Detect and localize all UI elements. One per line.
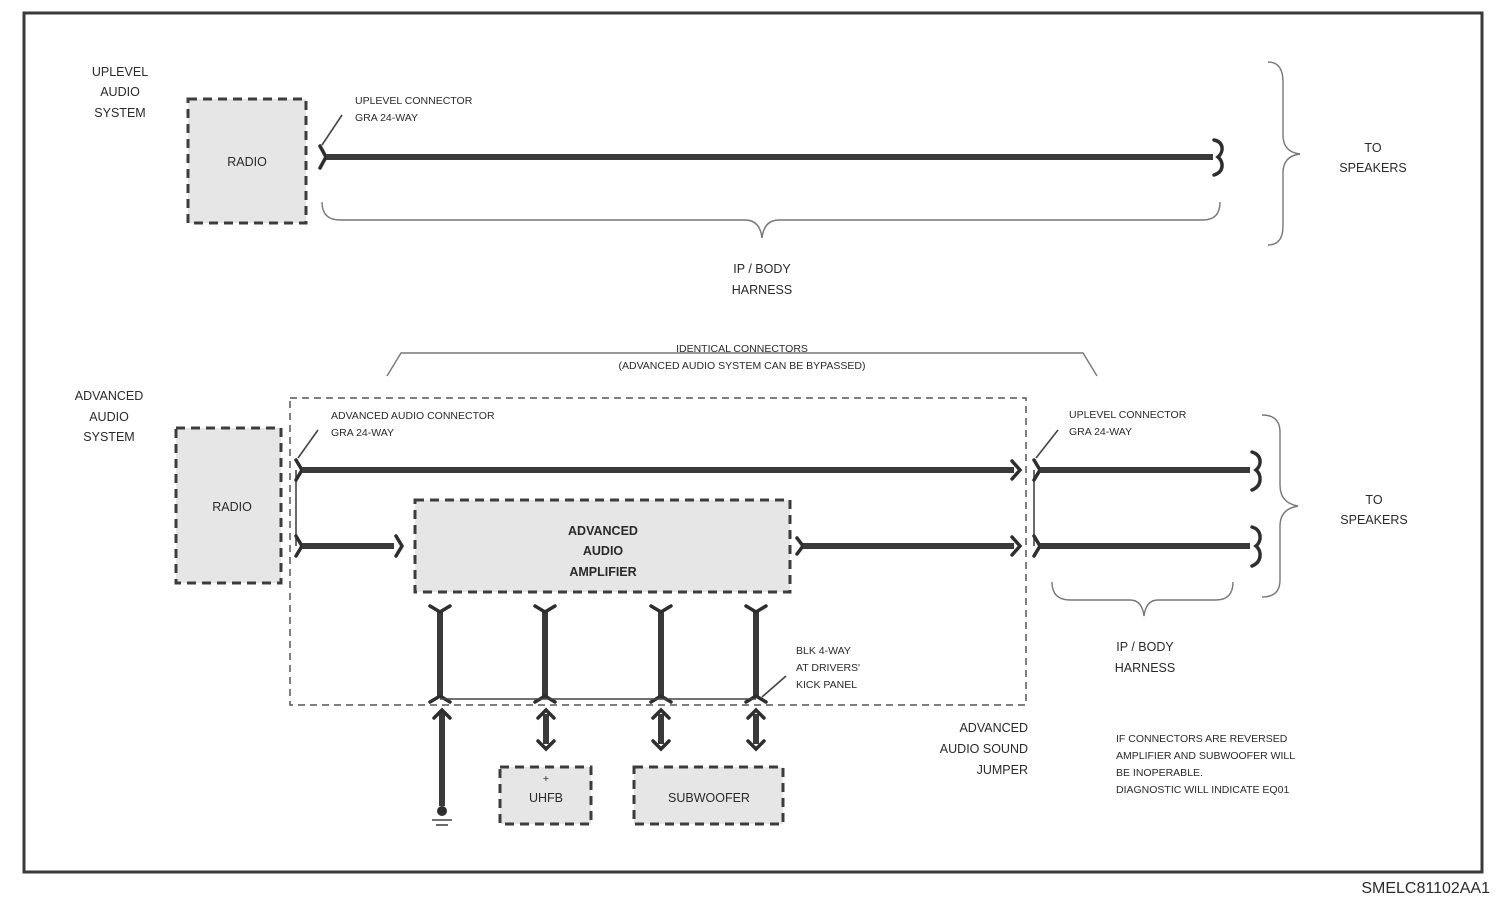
blk-4way-label-1: BLK 4-WAY: [796, 645, 851, 657]
amp-drop-connector-icon: [533, 693, 557, 704]
figure-id: SMELC81102AA1: [1361, 880, 1490, 897]
uplevel-connector-label-1: UPLEVEL CONNECTOR: [355, 95, 473, 107]
speaker-bottom-connector-icon: [1250, 525, 1262, 568]
jumper-label-3: JUMPER: [977, 763, 1028, 777]
amp-drop-wires: [428, 604, 768, 704]
blk-4way-leader: [761, 675, 787, 698]
advanced-system-label-3: SYSTEM: [83, 430, 134, 444]
subwoofer-box: [632, 765, 785, 826]
amp-drop-connector-icon: [649, 693, 673, 704]
advanced-speakers-label: SPEAKERS: [1340, 513, 1407, 527]
uplevel-system-label-2: AUDIO: [100, 85, 140, 99]
uplevel-harness-label-1: IP / BODY: [733, 262, 791, 276]
uplevel-system-label-1: UPLEVEL: [92, 65, 148, 79]
amplifier-label-2: AUDIO: [583, 544, 624, 558]
right-bottom-connector-icon: [1032, 534, 1043, 558]
advanced-harness-label-2: HARNESS: [1115, 661, 1175, 675]
uhfb-wire-up-arrow-icon: [536, 707, 556, 720]
advanced-to-label: TO: [1365, 493, 1382, 507]
advanced-section: IDENTICAL CONNECTORS (ADVANCED AUDIO SYS…: [75, 343, 1408, 826]
diagram-frame: [22, 11, 1484, 874]
uplevel-to-label: TO: [1364, 141, 1381, 155]
ground-icon: [432, 819, 452, 826]
blk-4way-label-2: AT DRIVERS': [796, 662, 860, 674]
uhfb-plus-label: +: [543, 773, 549, 785]
uhfb-box: [498, 765, 593, 826]
uplevel-system-label-3: SYSTEM: [94, 106, 145, 120]
uplevel-radio-box: [186, 97, 308, 225]
uplevel-speaker-connector-icon: [1212, 138, 1224, 177]
uplevel-harness-brace: [321, 201, 1221, 239]
uplevel-section: UPLEVEL AUDIO SYSTEM RADIO UPLEVEL CONNE…: [92, 61, 1407, 297]
right-uplevel-connector-leader: [1035, 429, 1059, 459]
blk-4way-label-3: KICK PANEL: [796, 679, 857, 691]
advanced-connector-leader: [297, 429, 319, 459]
reversal-note-line-4: DIAGNOSTIC WILL INDICATE EQ01: [1116, 784, 1289, 796]
radio-bottom-connector-icon: [294, 534, 305, 558]
advanced-sound-jumper-outline: [289, 397, 1027, 706]
amp-drop-connector-icon: [428, 693, 452, 704]
radio-top-connector-icon: [294, 458, 305, 482]
amplifier-label-1: ADVANCED: [568, 524, 638, 538]
amp-output-connector-icon: [795, 536, 806, 556]
advanced-harness-label-1: IP / BODY: [1116, 640, 1174, 654]
amp-drop-connector-icon: [649, 604, 673, 615]
advanced-system-label-2: AUDIO: [89, 410, 129, 424]
uplevel-speakers-label: SPEAKERS: [1339, 161, 1406, 175]
advanced-speakers-brace: [1261, 414, 1299, 598]
subwoofer-wire-1-up-arrow-icon: [651, 707, 671, 720]
right-top-connector-icon: [1032, 458, 1043, 482]
jumper-label-1: ADVANCED: [959, 721, 1028, 735]
jumper-label-2: AUDIO SOUND: [940, 742, 1028, 756]
amp-drop-connector-icon: [533, 604, 557, 615]
right-uplevel-connector-label-2: GRA 24-WAY: [1069, 426, 1132, 438]
uhfb-label: UHFB: [529, 791, 563, 805]
subwoofer-wire-2-up-arrow-icon: [746, 707, 766, 720]
ground-wire-arrow-icon: [432, 707, 452, 720]
speaker-top-connector-icon: [1250, 450, 1262, 492]
advanced-radio-label: RADIO: [212, 500, 252, 514]
amp-input-connector-icon: [394, 534, 405, 558]
advanced-system-label-1: ADVANCED: [75, 389, 144, 403]
subwoofer-wire-2-down-arrow-icon: [746, 739, 766, 752]
identical-connectors-bracket: [386, 352, 1098, 377]
identical-connectors-label-1: IDENTICAL CONNECTORS: [676, 343, 808, 355]
ground-dot-icon: [437, 806, 447, 816]
advanced-radio-box: [174, 426, 283, 585]
uplevel-connector-label-2: GRA 24-WAY: [355, 112, 418, 124]
amp-output-arrow-icon: [1010, 535, 1023, 557]
reversal-note-line-2: AMPLIFIER AND SUBWOOFER WILL: [1116, 750, 1295, 762]
bypass-arrow-icon: [1010, 459, 1023, 481]
amp-drop-connector-icon: [744, 693, 768, 704]
advanced-connector-label-2: GRA 24-WAY: [331, 427, 394, 439]
reversal-note-line-1: IF CONNECTORS ARE REVERSED: [1116, 733, 1288, 745]
reversal-note-line-3: BE INOPERABLE.: [1116, 767, 1203, 779]
identical-connectors-label-2: (ADVANCED AUDIO SYSTEM CAN BE BYPASSED): [619, 360, 866, 372]
subwoofer-label: SUBWOOFER: [668, 791, 750, 805]
uplevel-speakers-brace: [1267, 61, 1301, 246]
uplevel-connector-leader: [321, 114, 343, 146]
uplevel-harness-label-2: HARNESS: [732, 283, 792, 297]
uplevel-radio-connector-icon: [318, 144, 328, 170]
amp-drop-connector-icon: [744, 604, 768, 615]
amplifier-label-3: AMPLIFIER: [569, 565, 636, 579]
right-uplevel-connector-label-1: UPLEVEL CONNECTOR: [1069, 409, 1187, 421]
advanced-amplifier-box: [413, 498, 792, 594]
uplevel-radio-label: RADIO: [227, 155, 267, 169]
advanced-connector-label-1: ADVANCED AUDIO CONNECTOR: [331, 410, 495, 422]
uhfb-wire-down-arrow-icon: [536, 739, 556, 752]
amp-drop-connector-icon: [428, 604, 452, 615]
subwoofer-wire-1-down-arrow-icon: [651, 739, 671, 752]
advanced-harness-brace: [1051, 581, 1234, 617]
